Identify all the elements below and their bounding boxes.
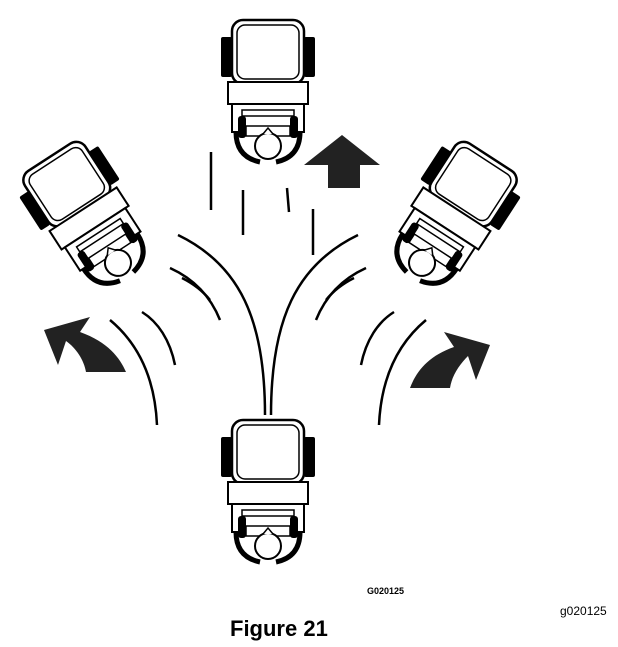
right-motion-lines [269, 233, 427, 426]
machine-left-turn [10, 132, 166, 302]
straight-arrow-up-icon [304, 135, 380, 188]
machine-top-forward [221, 20, 315, 162]
figure-caption: Figure 21 [230, 616, 328, 641]
left-motion-lines [109, 233, 267, 426]
reference-code-label: g020125 [560, 604, 607, 618]
art-code-label: G020125 [367, 586, 405, 596]
curved-arrow-left-icon [44, 317, 126, 372]
forward-motion-lines [209, 152, 315, 255]
machine-right-turn [374, 132, 530, 302]
curved-arrow-right-icon [410, 332, 490, 388]
machine-bottom-start [221, 420, 315, 562]
